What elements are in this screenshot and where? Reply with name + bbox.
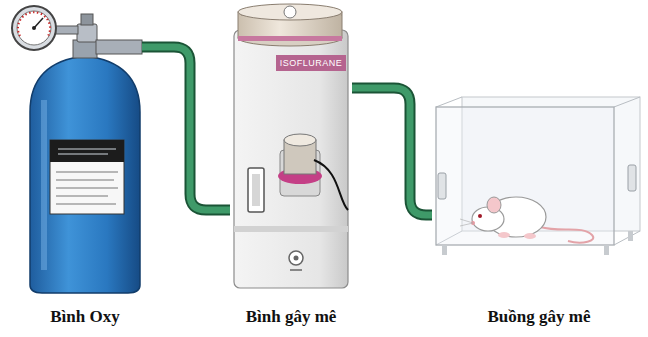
tube-fill	[352, 88, 432, 215]
caption: Buồng gây mê	[488, 307, 591, 337]
tube-fill	[142, 47, 230, 210]
gas-tube	[142, 47, 230, 210]
mouse	[460, 197, 593, 243]
tube-outline	[352, 88, 432, 215]
tube-outline	[142, 47, 230, 210]
chamber-node: Buồng gây mê	[432, 95, 646, 337]
gas-tube	[352, 88, 432, 215]
oxygen-tank	[12, 6, 142, 293]
vaporizer	[234, 4, 348, 288]
band-label: ISOFLURANE	[276, 55, 347, 71]
caption: Bình gây mê	[246, 307, 337, 337]
anesthesia-chamber	[436, 97, 640, 255]
caption: Bình Oxy	[50, 307, 119, 337]
vaporizer-node: ISOFLURANE Bình gây mê	[230, 0, 352, 337]
oxygen-tank-node: Bình Oxy	[28, 0, 142, 337]
